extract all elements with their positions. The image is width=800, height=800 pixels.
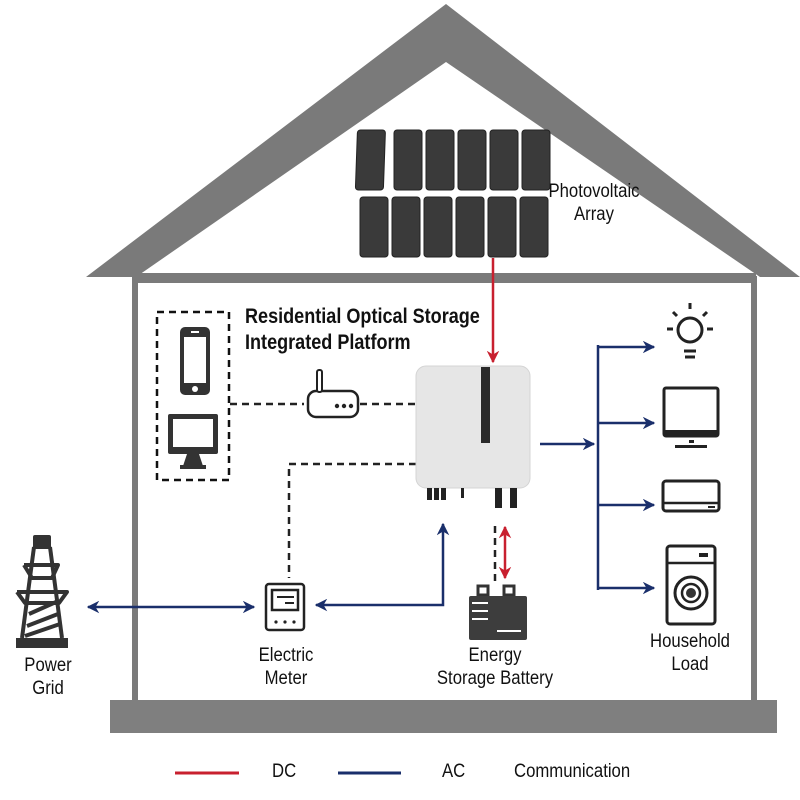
desktop-monitor-icon (168, 414, 218, 469)
router-icon (306, 369, 360, 419)
battery-label-line1: Energy (468, 645, 522, 666)
transmission-tower-icon (15, 535, 69, 648)
battery-label-line2: Storage Battery (436, 668, 554, 689)
air-conditioner-icon (661, 479, 721, 513)
washing-machine-icon (665, 544, 717, 626)
ac-lines-load (540, 340, 656, 595)
grid-label-line2: Grid (32, 678, 64, 699)
load-label: Household Load (642, 630, 739, 676)
communication-lines (230, 402, 497, 585)
load-label-line2: Load (671, 654, 709, 675)
solar-panel-icon (354, 129, 551, 258)
load-label-line1: Household (650, 631, 730, 652)
title-line-2: Integrated Platform (245, 331, 411, 354)
pv-label-line2: Array (574, 204, 614, 225)
house-foundation (110, 700, 777, 733)
legend-communication-label: Communication (514, 761, 631, 782)
legend-ac-label: AC (442, 761, 466, 782)
battery-icon (469, 584, 527, 640)
smartphone-icon (180, 327, 210, 395)
electric-meter-icon (264, 582, 306, 632)
ac-line-inverter-meter (314, 522, 450, 612)
monitor-icon (662, 386, 720, 448)
meter-label-line1: Electric (258, 645, 314, 666)
light-bulb-icon (667, 303, 713, 359)
grid-label: Power Grid (6, 654, 90, 700)
legend-dc-label: DC (272, 761, 297, 782)
battery-label: Energy Storage Battery (429, 644, 561, 690)
inverter-icon (415, 365, 531, 508)
pv-label-line1: Photovoltaic (548, 181, 640, 202)
devices-group-box (155, 310, 231, 482)
meter-label-line2: Meter (264, 668, 308, 689)
title-line-1: Residential Optical Storage (245, 305, 480, 328)
diagram-title: Residential Optical Storage Integrated P… (245, 304, 480, 356)
house-walls (132, 276, 757, 706)
pv-label: Photovoltaic Array (541, 180, 647, 226)
grid-label-line1: Power (24, 655, 72, 676)
house-roof (86, 4, 800, 283)
meter-label: Electric Meter (242, 644, 330, 690)
